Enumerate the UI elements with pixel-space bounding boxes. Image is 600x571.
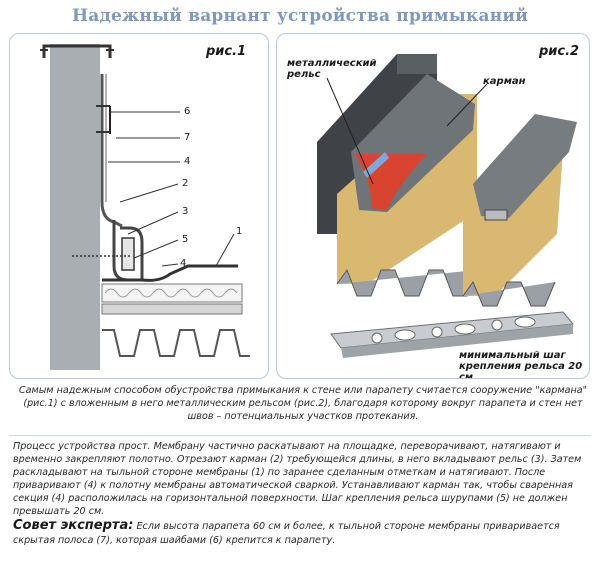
figure-2-panel: рис.2 металлический рельс карман минимал…	[276, 33, 590, 379]
expert-text: Если высота парапета 60 см и более, к ты…	[13, 521, 560, 546]
deck-right	[462, 280, 556, 307]
page-title: Надежный варнант устройства примыканий	[72, 6, 528, 26]
membrane-horizontal	[102, 264, 238, 282]
callout-number: 5	[182, 234, 189, 245]
figure-2-label: рис.2	[539, 44, 580, 59]
callout-number: 1	[236, 226, 243, 237]
divider	[9, 435, 591, 436]
corrugated-deck	[102, 329, 250, 357]
leader-lines	[108, 111, 235, 267]
membrane-sheen	[363, 152, 389, 178]
figure-2-leaders	[326, 77, 488, 185]
cap-flashing	[42, 44, 112, 58]
callout-number: 3	[182, 206, 189, 217]
insulation	[101, 283, 243, 303]
figure-1-label: рис.1	[206, 44, 247, 59]
figure-1-panel: рис.1 6 7 4 2 3 5 4 1	[9, 33, 269, 379]
callout-pocket: карман	[483, 76, 526, 87]
callout-metal-rail: металлический рельс	[287, 58, 377, 80]
metal-rail	[121, 237, 135, 271]
callout-number: 4	[184, 156, 191, 167]
figure-1-drawing	[40, 44, 250, 370]
figure-2-drawing	[317, 54, 577, 358]
membrane-vertical	[100, 74, 123, 228]
paragraph-process: Процесс устройства прост. Мембрану части…	[13, 441, 582, 517]
callout-rail-step: минимальный шаг крепления рельса 20 см	[459, 350, 583, 379]
callout-number: 2	[182, 178, 189, 189]
paragraph-intro: Самым надежным способом обустройства при…	[18, 385, 588, 422]
membrane-right	[473, 114, 577, 218]
callout-number: 7	[184, 132, 191, 143]
callout-number: 6	[184, 106, 191, 117]
rail-end	[484, 209, 508, 221]
washers	[96, 105, 110, 133]
expert-tip: Совет эксперта: Если высота парапета 60 …	[13, 519, 593, 548]
parapet-wall	[50, 44, 100, 370]
callout-number: 4	[180, 258, 187, 269]
expert-heading: Совет эксперта:	[13, 518, 134, 533]
deck-left	[336, 268, 478, 297]
